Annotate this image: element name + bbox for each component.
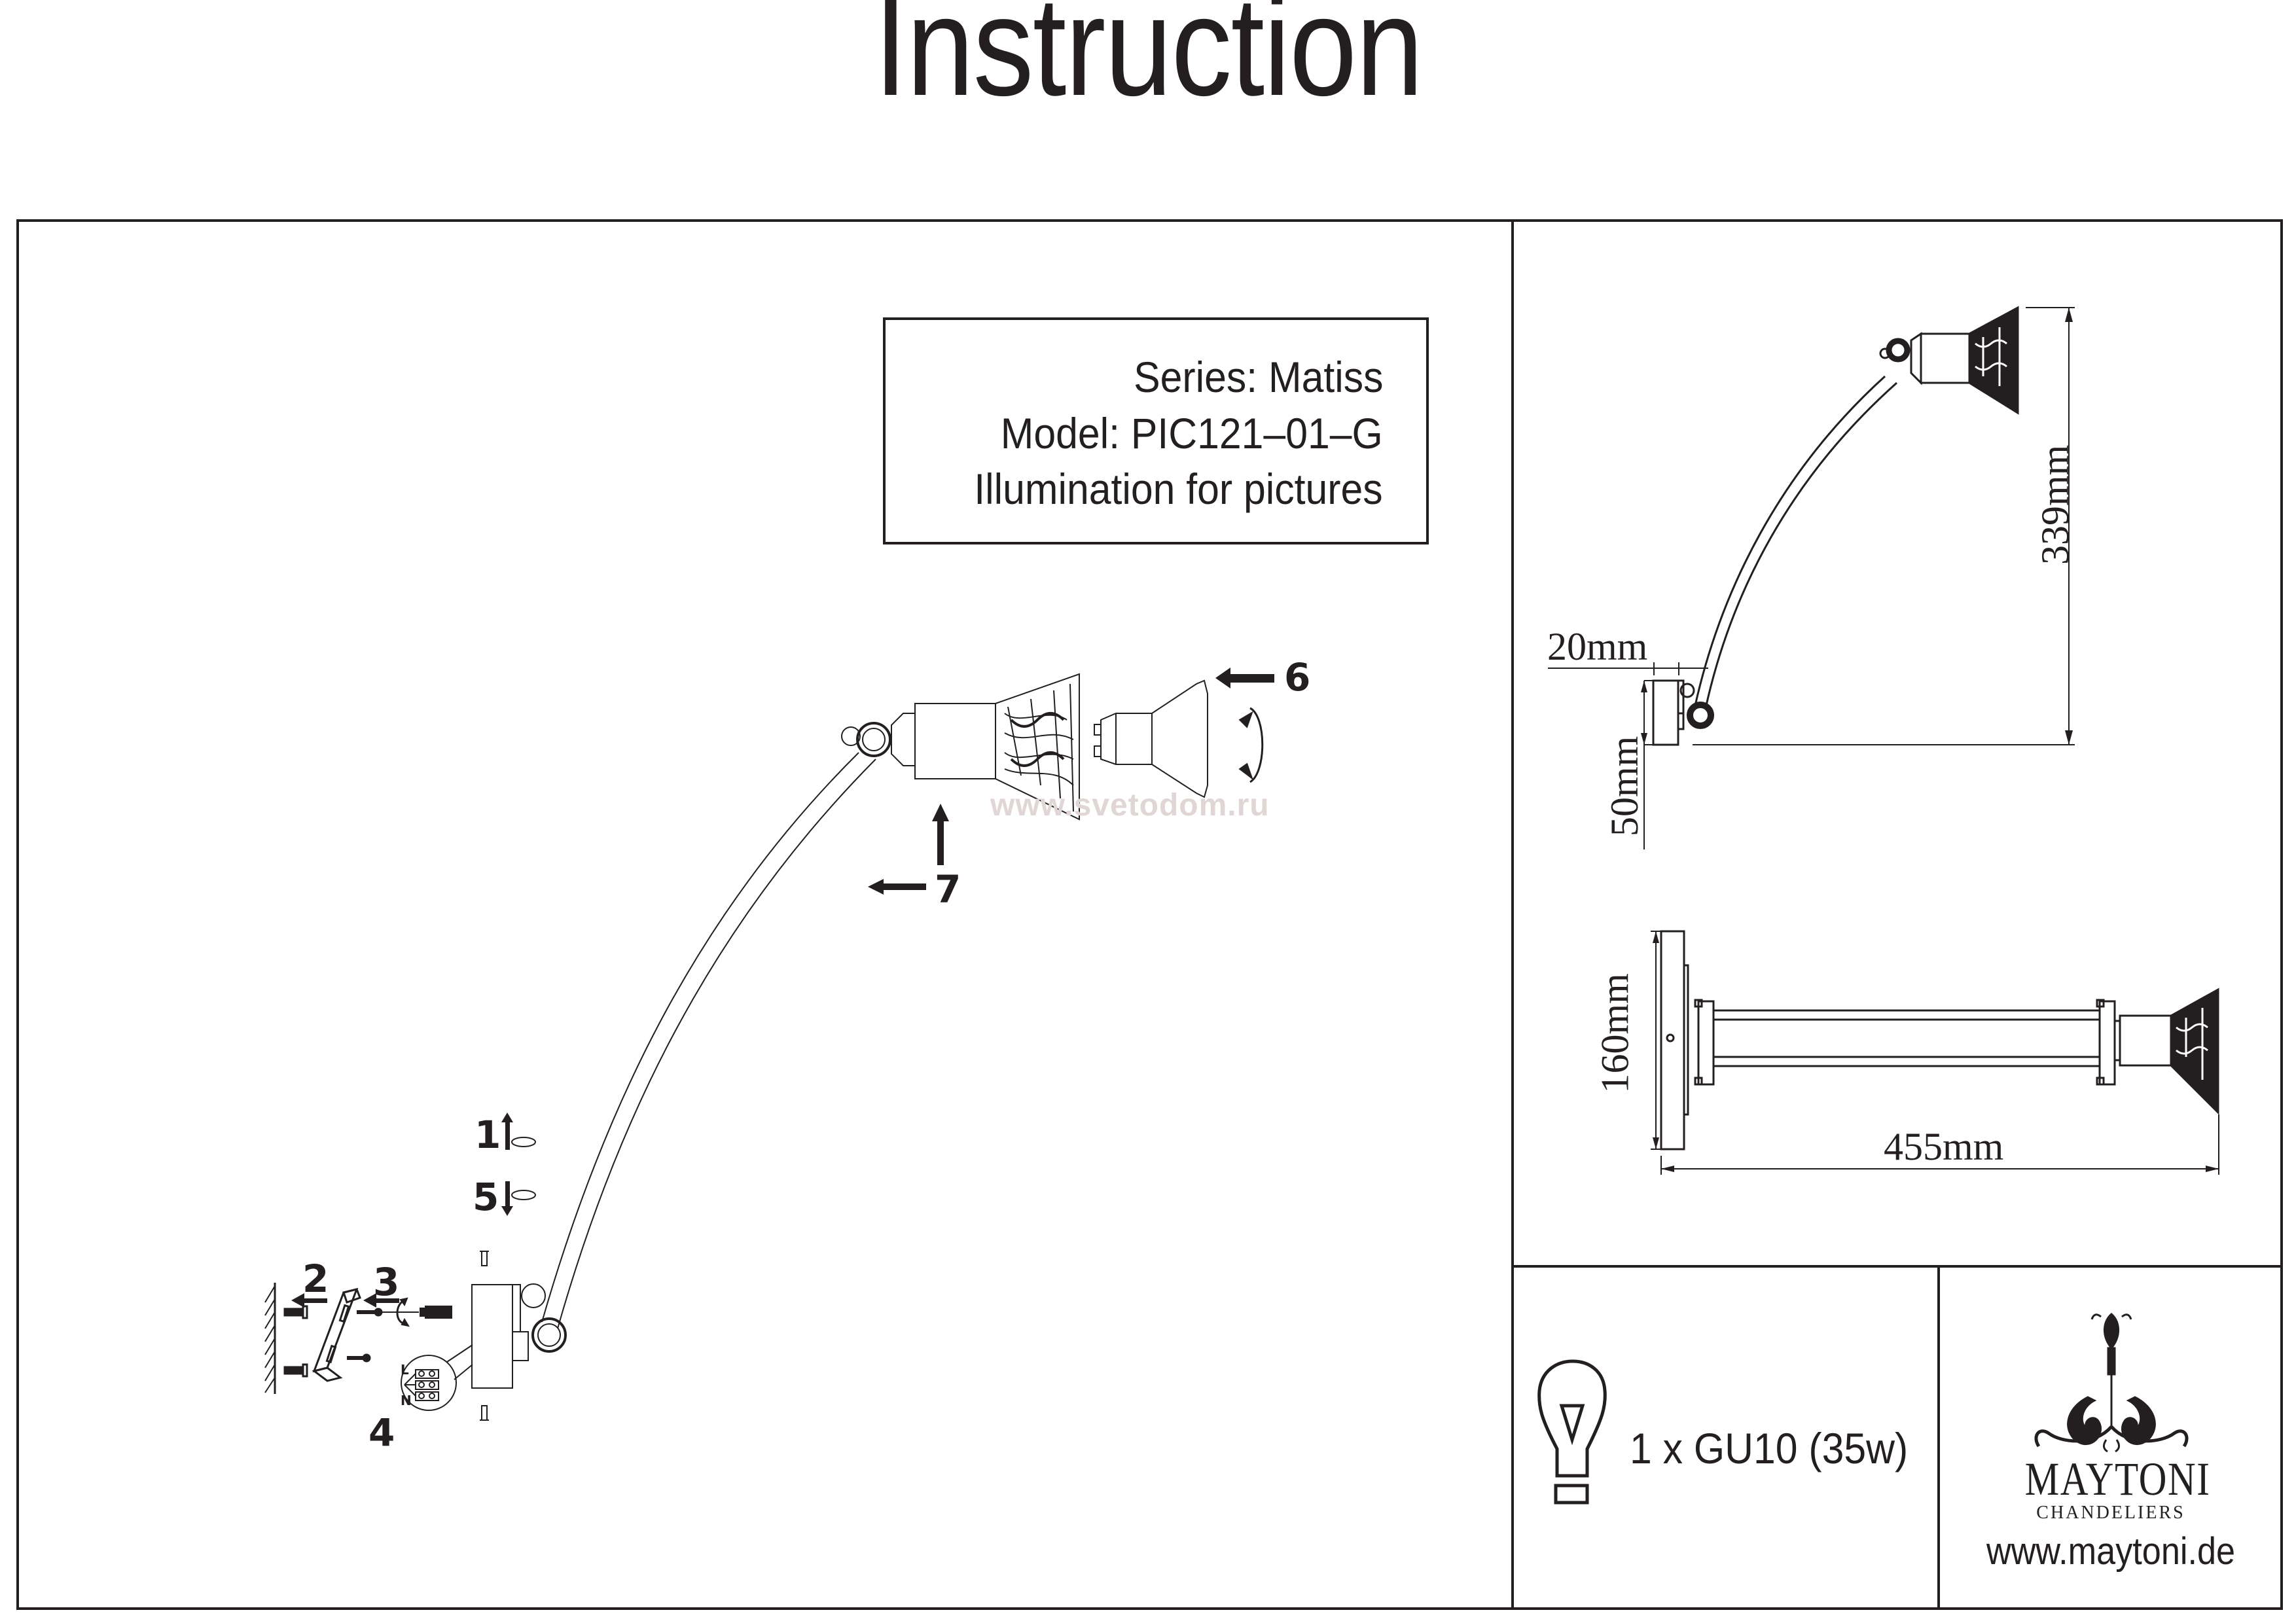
step-5-label: 5 bbox=[473, 1175, 499, 1219]
right-column-divider bbox=[1511, 219, 1514, 1610]
wall-plug-icon bbox=[283, 1305, 308, 1378]
pivot-joint-icon bbox=[531, 722, 891, 1353]
bulb-spec: 1 x GU10 (35w) bbox=[1630, 1424, 1909, 1472]
chandelier-ornament-icon bbox=[2034, 1313, 2189, 1453]
wall-canopy-icon bbox=[471, 1283, 546, 1389]
light-bulb-icon bbox=[1537, 1359, 1607, 1505]
wiring-terminal-icon bbox=[401, 1344, 473, 1411]
watermark: www.svetodom.ru bbox=[990, 788, 1270, 823]
bottom-split-divider bbox=[1937, 1265, 1940, 1610]
dimension-plate-width-label: 160mm bbox=[1593, 973, 1637, 1094]
dimension-depth-label: 20mm bbox=[1547, 625, 1648, 668]
model-label: Model: PIC121–01–G bbox=[1001, 409, 1383, 457]
dimension-length-label: 455mm bbox=[1884, 1125, 2004, 1168]
arrow-up-icon bbox=[501, 1113, 513, 1150]
arrow-down-icon bbox=[501, 1181, 513, 1216]
side-view-drawing bbox=[1548, 306, 2075, 849]
arrow-left-icon bbox=[291, 1293, 399, 1308]
arrow-left-icon bbox=[868, 879, 926, 895]
rotate-arrow-icon bbox=[511, 1137, 536, 1200]
brand-subtitle: CHANDELIERS bbox=[2036, 1503, 2185, 1523]
fixing-screw-icon bbox=[480, 1251, 489, 1421]
page-title: Instruction bbox=[874, 0, 1424, 125]
product-info-box: Series: Matiss Model: PIC121–01–G Illumi… bbox=[883, 317, 1429, 544]
lamp-holder-icon bbox=[891, 703, 996, 779]
outer-frame bbox=[16, 219, 2283, 1610]
step-2-label: 2 bbox=[302, 1257, 329, 1301]
arrow-left-icon bbox=[1215, 668, 1274, 688]
step-1-label: 1 bbox=[475, 1113, 501, 1157]
lamp-shade-icon bbox=[995, 673, 1080, 821]
dimension-plate-height-label: 50mm bbox=[1603, 736, 1646, 836]
top-view-drawing bbox=[1651, 930, 2219, 1175]
mounting-bracket-icon bbox=[312, 1287, 361, 1382]
lamp-arm bbox=[541, 752, 876, 1329]
step-6-label: 6 bbox=[1284, 655, 1311, 700]
wire-neutral-label: N bbox=[401, 1393, 412, 1408]
bottom-section-divider bbox=[1511, 1265, 2283, 1268]
brand-url[interactable]: www.maytoni.de bbox=[1986, 1530, 2236, 1573]
rotate-arrow-icon bbox=[1238, 707, 1264, 783]
step-7-label: 7 bbox=[935, 867, 961, 912]
screwdriver-icon bbox=[382, 1297, 452, 1327]
wire-live-label: L bbox=[401, 1362, 409, 1378]
wall-icon bbox=[264, 1283, 276, 1394]
screw-icon bbox=[347, 1308, 383, 1363]
arrow-up-icon bbox=[932, 804, 949, 865]
step-4-label: 4 bbox=[368, 1410, 395, 1455]
gu10-bulb-icon bbox=[1094, 679, 1208, 798]
dimension-height-label: 339mm bbox=[2034, 444, 2077, 565]
step-3-label: 3 bbox=[373, 1260, 400, 1304]
description-label: Illumination for pictures bbox=[974, 465, 1383, 513]
brand-name: MAYTONI bbox=[2024, 1453, 2211, 1505]
series-label: Series: Matiss bbox=[1133, 353, 1383, 401]
